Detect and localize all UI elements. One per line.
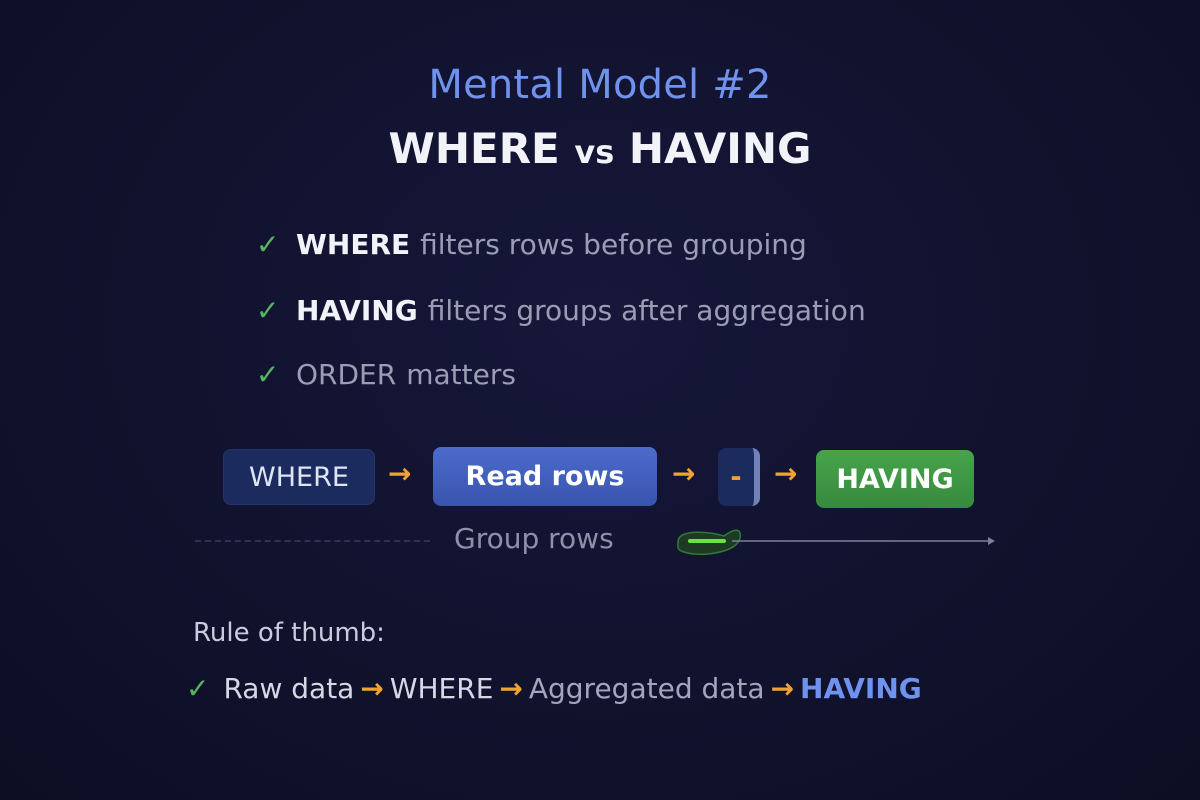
arrow-icon: →	[360, 672, 384, 705]
check-icon: ✓	[256, 228, 280, 261]
check-icon: ✓	[186, 672, 210, 705]
title-vs: vs	[574, 133, 615, 171]
summary-raw-data: Raw data	[223, 672, 355, 705]
arrow-icon: →	[499, 672, 523, 705]
bullet-text: matters	[406, 358, 516, 391]
group-rows-label: Group rows	[454, 522, 614, 555]
flow-step-read-rows: Read rows	[433, 447, 657, 506]
summary-having: HAVING	[800, 672, 922, 705]
timeline-arrowhead	[988, 537, 995, 545]
flow-step-having: HAVING	[816, 450, 974, 508]
bullet-text: filters rows before grouping	[420, 228, 807, 261]
title-having: HAVING	[628, 124, 812, 173]
arrow-icon: →	[388, 457, 412, 490]
flow-step-placeholder: -	[718, 448, 760, 506]
slide-title: WHERE vs HAVING	[0, 124, 1200, 173]
group-progress-line	[677, 529, 995, 556]
bullet-keyword: WHERE	[296, 228, 411, 261]
bullet-keyword: HAVING	[296, 294, 418, 327]
check-icon: ✓	[256, 358, 280, 391]
bullet-where: ✓ WHERE filters rows before grouping	[256, 228, 807, 261]
summary-aggregated-data: Aggregated data	[528, 672, 765, 705]
bullet-text: filters groups after aggregation	[427, 294, 866, 327]
arrow-icon: →	[672, 457, 696, 490]
arrow-icon: →	[774, 457, 798, 490]
rule-of-thumb-label: Rule of thumb:	[193, 618, 385, 648]
flow-step-where: WHERE	[223, 449, 375, 505]
summary-where: WHERE	[389, 672, 494, 705]
arrow-icon: →	[770, 672, 795, 705]
rule-summary: ✓ Raw data → WHERE → Aggregated data → H…	[186, 672, 922, 705]
bullet-order: ✓ ORDER matters	[256, 358, 516, 391]
dashed-divider	[195, 540, 430, 542]
title-where: WHERE	[388, 124, 560, 173]
bullet-having: ✓ HAVING filters groups after aggregatio…	[256, 294, 866, 327]
slide-kicker: Mental Model #2	[428, 62, 772, 108]
bullet-keyword: ORDER	[296, 358, 397, 391]
check-icon: ✓	[256, 294, 280, 327]
